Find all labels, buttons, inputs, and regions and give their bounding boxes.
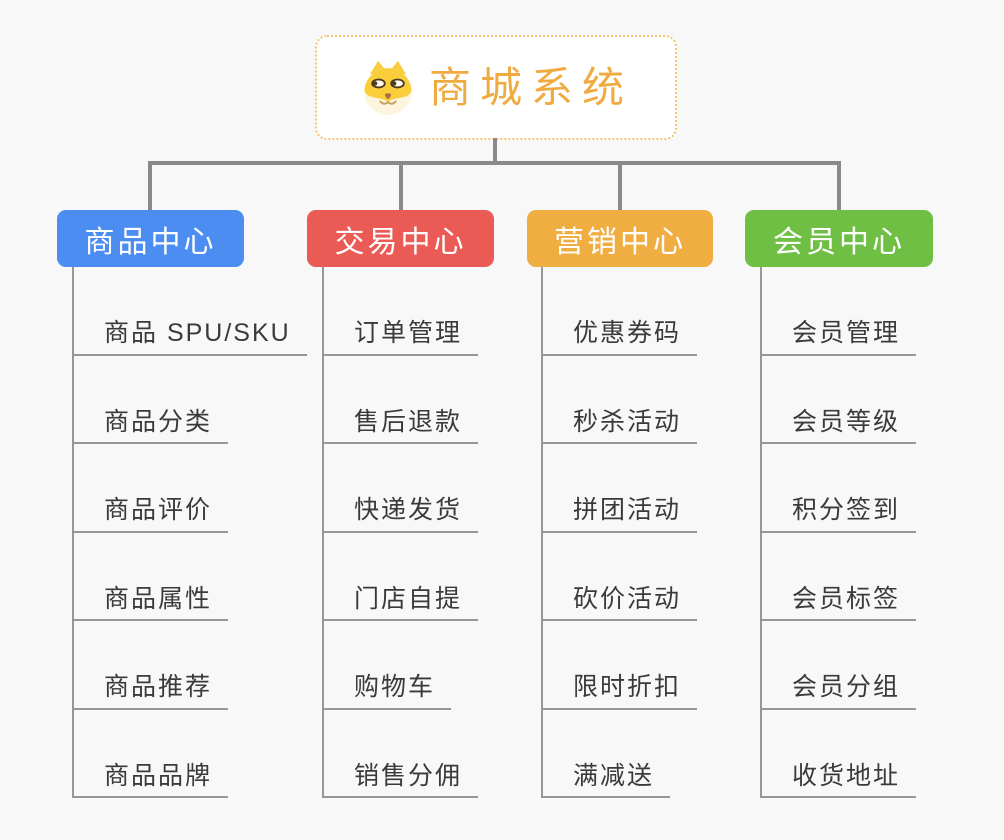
leaf-row: 会员管理 <box>762 267 917 356</box>
leaf-item[interactable]: 商品 SPU/SKU <box>74 318 307 356</box>
leaf-item[interactable]: 优惠券码 <box>543 318 698 356</box>
branch-node[interactable]: 交易中心 <box>307 210 494 267</box>
branch-column: 订单管理售后退款快递发货门店自提购物车销售分佣 <box>322 267 479 798</box>
root-title: 商城系统 <box>428 63 633 111</box>
connector-branch-drop <box>618 161 622 210</box>
doge-icon <box>364 60 412 115</box>
leaf-item[interactable]: 满减送 <box>543 761 671 798</box>
branch-node-label: 营销中心 <box>554 225 686 259</box>
leaf-item[interactable]: 收货地址 <box>762 761 917 798</box>
leaf-item[interactable]: 会员分组 <box>762 672 917 710</box>
leaf-item[interactable]: 拼团活动 <box>543 495 698 533</box>
leaf-item[interactable]: 限时折扣 <box>543 672 698 710</box>
connector-branch-drop <box>148 161 152 210</box>
leaf-item[interactable]: 商品评价 <box>74 495 229 533</box>
leaf-row: 商品 SPU/SKU <box>74 267 307 356</box>
leaf-item[interactable]: 快递发货 <box>324 495 479 533</box>
leaf-item[interactable]: 商品属性 <box>74 584 229 621</box>
leaf-item[interactable]: 会员等级 <box>762 407 917 444</box>
branch-node-label: 交易中心 <box>334 225 467 259</box>
leaf-row: 限时折扣 <box>543 621 698 710</box>
branch-node[interactable]: 会员中心 <box>745 210 933 267</box>
branch-column: 优惠券码秒杀活动拼团活动砍价活动限时折扣满减送 <box>541 267 698 798</box>
connector-branch-drop <box>837 161 841 210</box>
leaf-row: 快递发货 <box>324 444 479 533</box>
leaf-row: 积分签到 <box>762 444 917 533</box>
leaf-row: 订单管理 <box>324 267 479 356</box>
leaf-row: 销售分佣 <box>324 710 479 798</box>
leaf-row: 购物车 <box>324 621 478 710</box>
leaf-item[interactable]: 门店自提 <box>324 584 479 621</box>
leaf-item[interactable]: 销售分佣 <box>324 761 479 798</box>
leaf-row: 商品评价 <box>74 444 307 533</box>
leaf-row: 商品属性 <box>74 533 307 621</box>
leaf-row: 会员标签 <box>762 533 917 621</box>
leaf-row: 秒杀活动 <box>543 356 698 444</box>
branch-node-label: 商品中心 <box>84 225 217 259</box>
leaf-row: 会员等级 <box>762 356 917 444</box>
leaf-item[interactable]: 商品推荐 <box>74 672 229 710</box>
leaf-item[interactable]: 会员标签 <box>762 584 917 621</box>
leaf-item[interactable]: 商品分类 <box>74 407 229 444</box>
branch-node[interactable]: 商品中心 <box>57 210 244 267</box>
leaf-row: 砍价活动 <box>543 533 698 621</box>
leaf-item[interactable]: 秒杀活动 <box>543 407 698 444</box>
leaf-item[interactable]: 订单管理 <box>324 318 479 356</box>
connector-bus <box>148 161 840 165</box>
branch-column: 会员管理会员等级积分签到会员标签会员分组收货地址 <box>760 267 917 798</box>
branch-node[interactable]: 营销中心 <box>527 210 713 267</box>
branch-node-label: 会员中心 <box>773 225 905 259</box>
leaf-row: 收货地址 <box>762 710 917 798</box>
leaf-item[interactable]: 商品品牌 <box>74 761 229 798</box>
leaf-row: 门店自提 <box>324 533 479 621</box>
leaf-item[interactable]: 售后退款 <box>324 407 479 444</box>
leaf-item[interactable]: 积分签到 <box>762 495 917 533</box>
leaf-row: 会员分组 <box>762 621 917 710</box>
leaf-row: 商品推荐 <box>74 621 307 710</box>
leaf-row: 商品品牌 <box>74 710 307 798</box>
leaf-item[interactable]: 购物车 <box>324 672 452 710</box>
root-node[interactable]: 商城系统 <box>315 35 677 140</box>
connector-branch-drop <box>399 161 403 210</box>
leaf-row: 商品分类 <box>74 356 307 444</box>
leaf-row: 优惠券码 <box>543 267 698 356</box>
branch-column: 商品 SPU/SKU 商品分类商品评价商品属性商品推荐商品品牌 <box>72 267 307 798</box>
leaf-row: 满减送 <box>543 710 697 798</box>
leaf-item[interactable]: 砍价活动 <box>543 584 698 621</box>
leaf-item[interactable]: 会员管理 <box>762 318 917 356</box>
leaf-row: 售后退款 <box>324 356 479 444</box>
leaf-row: 拼团活动 <box>543 444 698 533</box>
connector-root-drop <box>493 138 497 163</box>
